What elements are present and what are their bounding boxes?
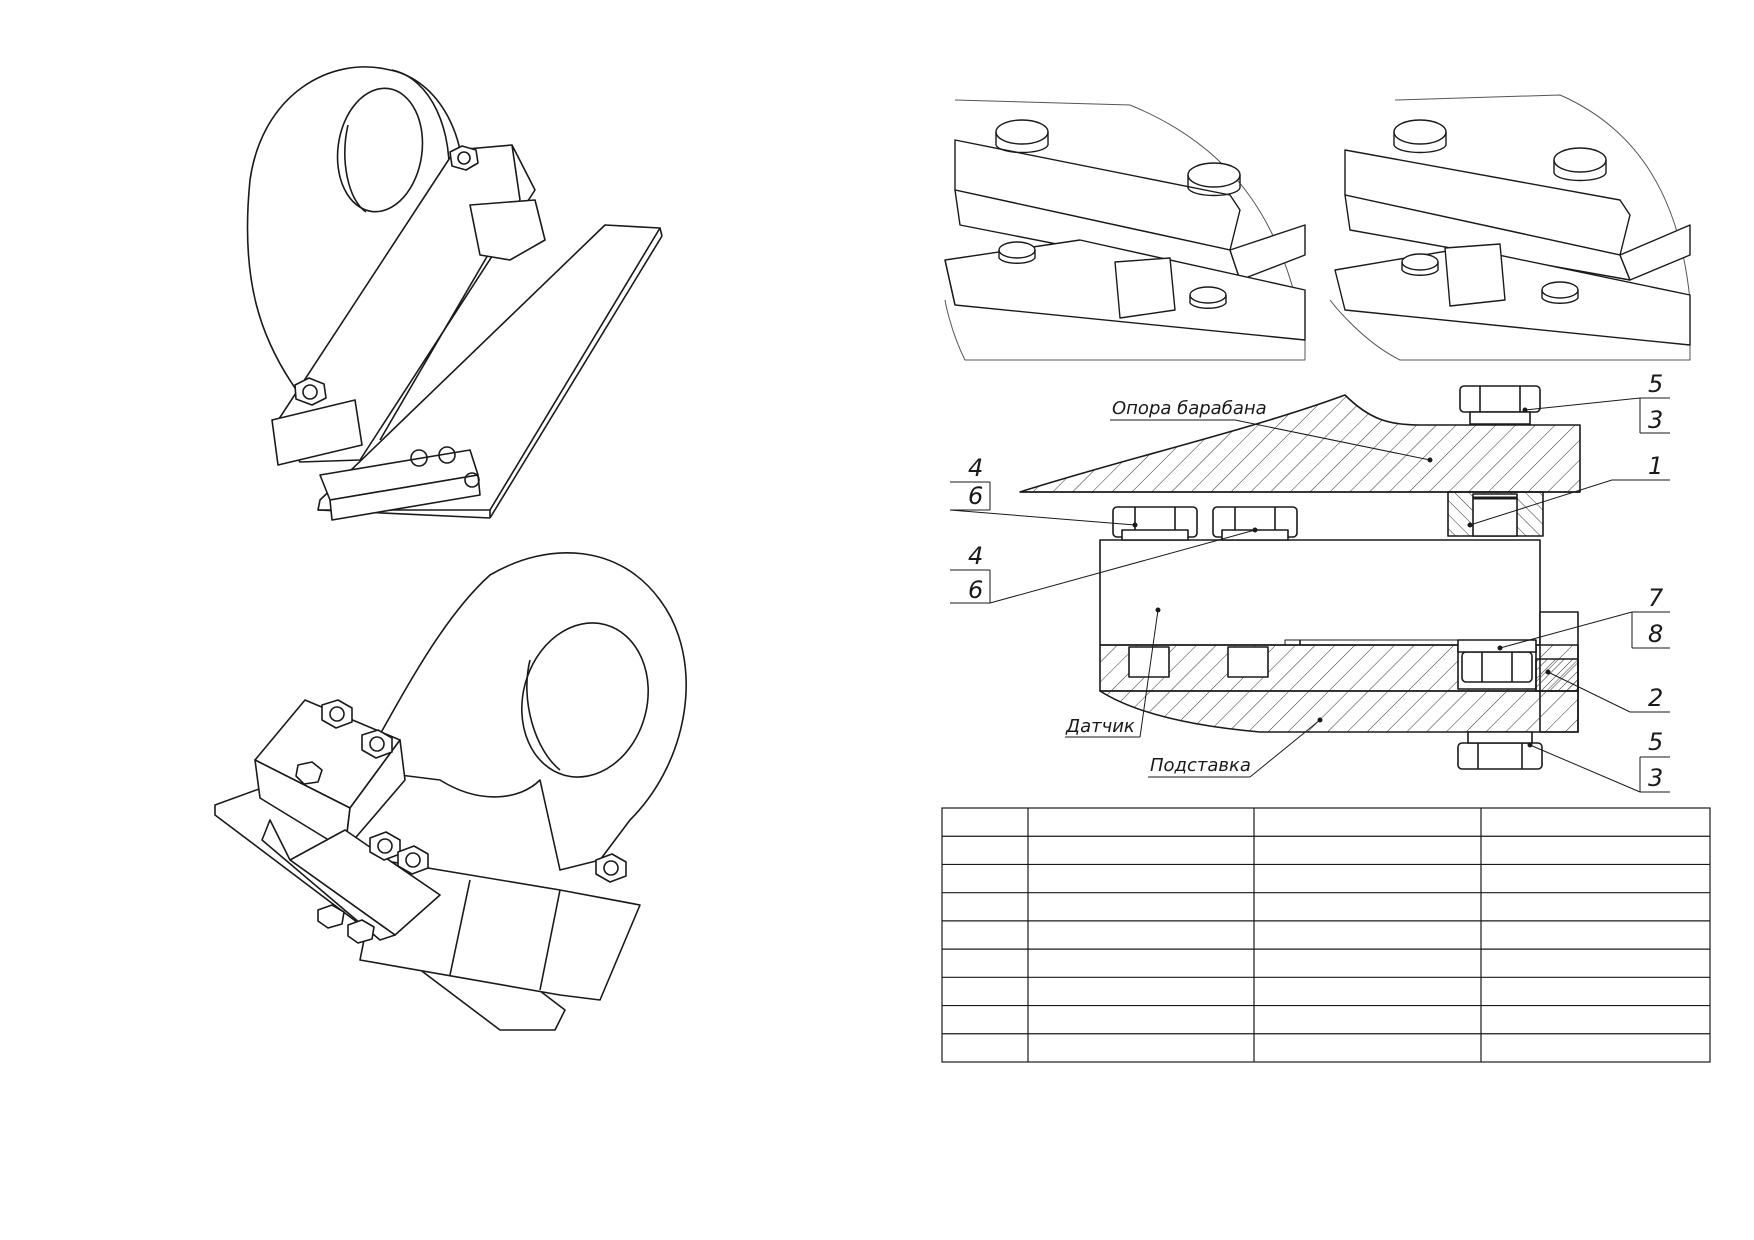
detail-outline (944, 99, 1306, 361)
top-bar (271, 399, 363, 466)
callout-number: 1 (1648, 452, 1663, 480)
spec-table (941, 807, 1711, 1063)
nut-icon (347, 919, 375, 944)
nut-icon (449, 145, 479, 171)
callout-number: 6 (968, 576, 983, 604)
nut-icon (464, 472, 480, 488)
nut-icon (995, 119, 1049, 154)
nut-icon (1189, 286, 1227, 309)
callout-number: 4 (968, 454, 983, 482)
nut-icon (317, 904, 345, 929)
sensor-body (1099, 539, 1541, 646)
callout-number: 5 (1648, 728, 1663, 756)
nut-icon (1393, 119, 1447, 154)
label-drum-support: Опора барабана (1112, 398, 1267, 419)
nut-icon (1187, 162, 1241, 197)
part-2-section (1535, 658, 1579, 692)
callout-number: 6 (968, 482, 983, 510)
ring-hole (336, 87, 424, 213)
nut-icon (595, 853, 627, 883)
detail-outline (1329, 94, 1691, 361)
nut-icon (321, 699, 353, 729)
nut-icon (1457, 639, 1537, 683)
leader-lines (949, 397, 1670, 793)
isometric-view-top (246, 66, 663, 521)
nut-icon (1112, 506, 1198, 541)
nut-icon (1459, 385, 1541, 425)
nut-icon (998, 241, 1036, 264)
callout-number: 5 (1648, 370, 1663, 398)
nut-icon (1457, 731, 1543, 770)
nut-icon (294, 377, 327, 406)
callout-number: 4 (968, 542, 983, 570)
label-stand: Подставка (1150, 755, 1251, 776)
callout-number: 3 (1648, 764, 1663, 792)
nut-icon (361, 729, 393, 759)
isometric-view-bottom (214, 552, 687, 1031)
nut-icon (397, 845, 429, 875)
detail-view-left (944, 99, 1306, 361)
callout-number: 2 (1648, 684, 1663, 712)
section-view (1019, 385, 1581, 770)
nut-icon (295, 761, 323, 785)
callout-number: 7 (1648, 584, 1664, 612)
detail-view-right (1329, 94, 1691, 361)
stand-section (1099, 690, 1579, 733)
nut-icon (1401, 253, 1439, 276)
nut-icon (1212, 506, 1298, 541)
callout-number: 3 (1648, 406, 1663, 434)
bolt-hole (410, 449, 428, 467)
label-sensor: Датчик (1065, 716, 1135, 737)
callout-number: 8 (1648, 620, 1663, 648)
drum-support-section (1019, 394, 1581, 493)
base-plate (317, 224, 661, 511)
nut-icon (1541, 281, 1579, 304)
ring-hole (521, 622, 649, 778)
bolt-hole (438, 446, 456, 464)
nut-icon (1553, 147, 1607, 182)
